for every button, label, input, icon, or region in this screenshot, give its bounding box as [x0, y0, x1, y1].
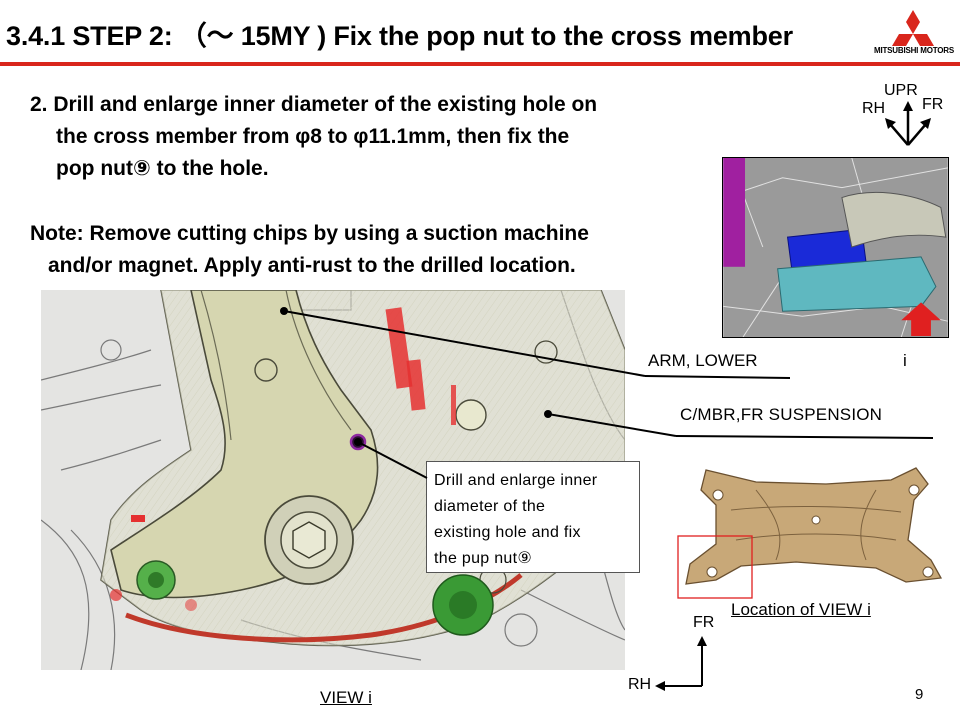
location-of-view-label: Location of VIEW i: [731, 600, 871, 619]
dir-rh-label: RH: [862, 100, 886, 117]
dir-fr-label: FR: [922, 96, 944, 113]
view-location-box: [677, 535, 753, 599]
bolt-head: [292, 521, 326, 559]
logo-diamond-top: [906, 10, 920, 34]
arm-lower-label: ARM, LOWER: [648, 351, 758, 370]
inset-magenta-part: [723, 158, 746, 267]
step-line-3: pop nut⑨ to the hole.: [56, 157, 269, 180]
note-line-1: Note: Remove cutting chips by using a su…: [30, 222, 589, 245]
inset-red-arrow: [901, 302, 941, 337]
mitsubishi-logo-icon: [892, 10, 934, 46]
step-line-2: the cross member from φ8 to φ11.1mm, the…: [56, 125, 570, 148]
dir-fr-lower-label: FR: [693, 614, 715, 631]
page-title: 3.4.1 STEP 2: （～ 15MY ) Fix the pop nut …: [6, 21, 793, 51]
title-divider: [0, 62, 960, 66]
drill-hole-target: [349, 433, 367, 451]
view-marker-label: i: [903, 351, 907, 370]
cross-member-label: C/MBR,FR SUSPENSION: [680, 405, 883, 424]
callout-line-4: the pup nut⑨: [434, 550, 533, 567]
overview-cross-member: [685, 467, 943, 585]
callout-line-2: diameter of the: [434, 498, 546, 515]
logo-text: MITSUBISHI MOTORS: [873, 46, 954, 55]
view-i-caption: VIEW i: [320, 688, 372, 707]
note-line-2: and/or magnet. Apply anti-rust to the dr…: [48, 254, 576, 277]
page-number: 9: [915, 686, 924, 703]
direction-arrows-lower: [655, 636, 707, 691]
direction-arrows-top: [889, 108, 927, 146]
logo-diamond-left: [892, 34, 913, 46]
drill-callout-box: Drill and enlarge inner diameter of the …: [426, 461, 640, 573]
callout-line-3: existing hole and fix: [434, 524, 581, 541]
dir-upr-label: UPR: [884, 82, 918, 99]
inset-cross-member: [777, 256, 937, 312]
step-line-1: 2. Drill and enlarge inner diameter of t…: [30, 93, 598, 116]
dir-rh-lower-label: RH: [628, 676, 652, 693]
callout-line-1: Drill and enlarge inner: [434, 472, 598, 489]
logo-diamond-right: [913, 34, 934, 46]
inset-vehicle-view: [722, 157, 949, 338]
cross-member-overview: [677, 467, 943, 599]
